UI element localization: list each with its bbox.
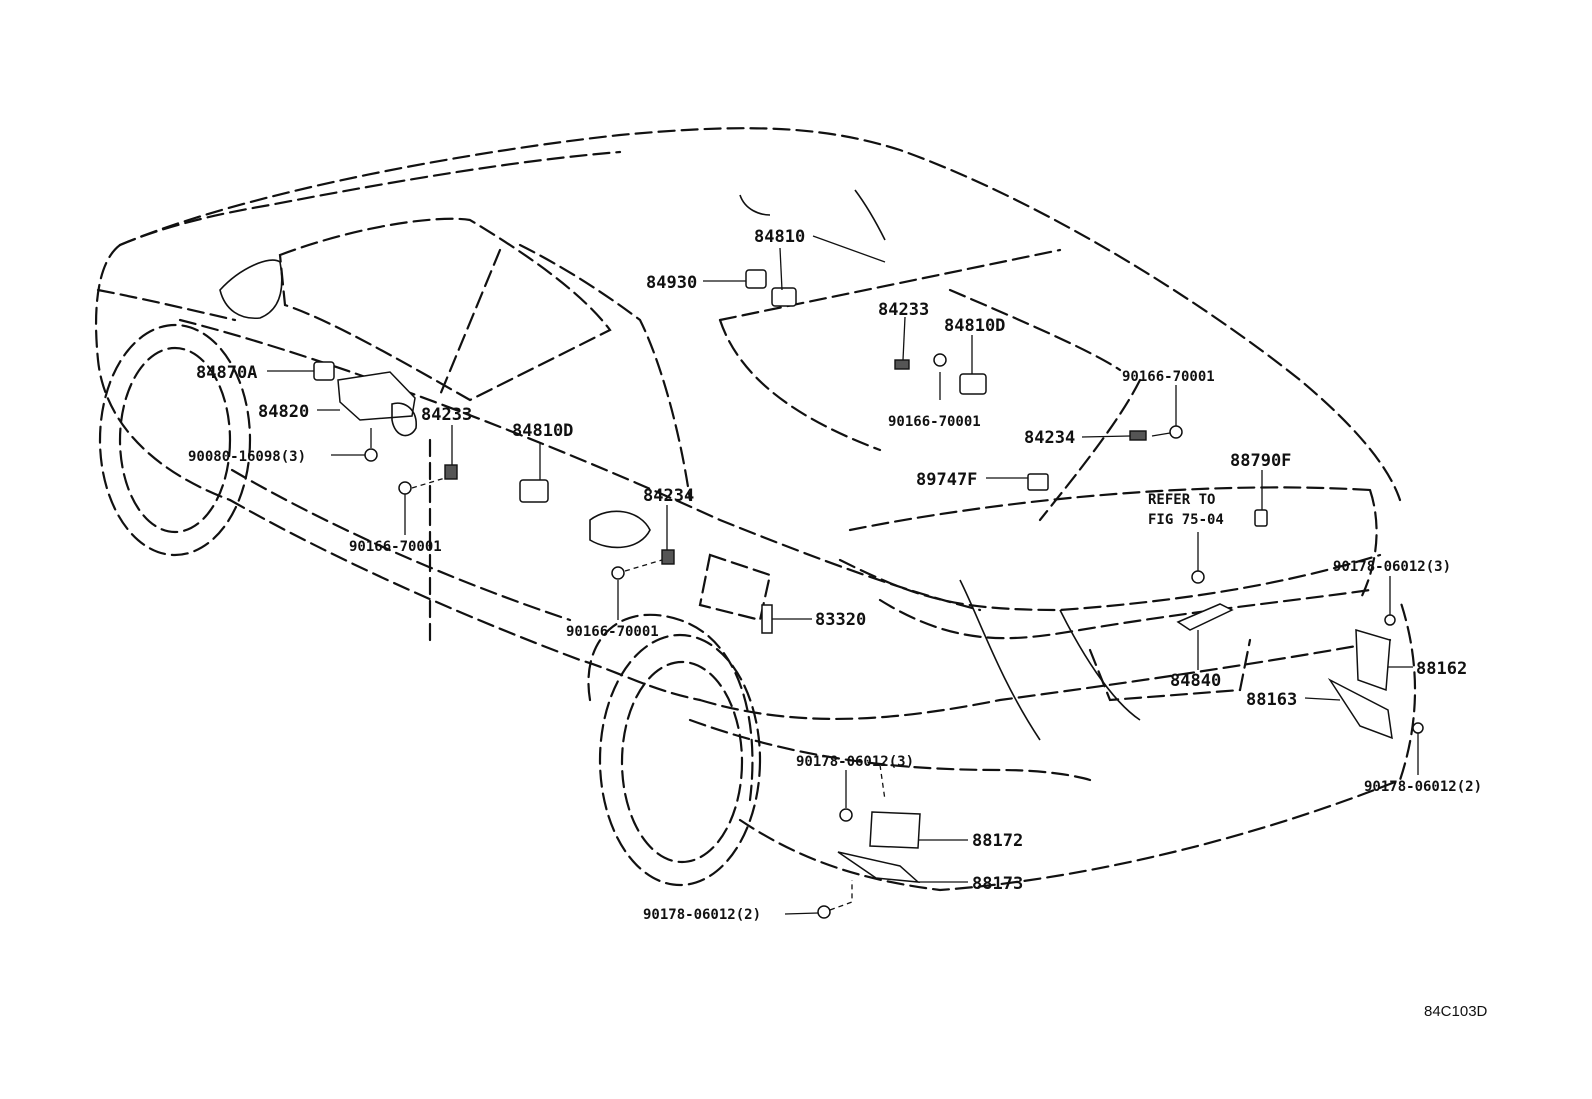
label-84234-left: 84234	[643, 486, 694, 506]
part-84233-top-shape	[894, 359, 910, 370]
label-90166-c: 90166-70001	[349, 539, 442, 555]
nut-right-bottom-shape	[1412, 722, 1424, 734]
label-90166-a: 90166-70001	[888, 414, 981, 430]
label-84810d-top: 84810D	[944, 316, 1005, 336]
label-88173: 88173	[972, 874, 1023, 894]
part-88173-shape	[837, 851, 921, 883]
car-body-outline	[94, 127, 1417, 892]
label-88790f: 88790F	[1230, 451, 1291, 471]
screw-90166-lower-shape	[611, 566, 625, 580]
part-84234-left-shape	[661, 549, 675, 565]
label-84810: 84810	[754, 227, 805, 247]
part-88790f-shape	[1254, 509, 1268, 527]
label-84870a: 84870A	[196, 363, 257, 383]
label-84233-top: 84233	[878, 300, 929, 320]
nut-right-top-shape	[1384, 614, 1396, 626]
grommet-shape	[1191, 570, 1205, 584]
label-90178-2-right: 90178-06012(2)	[1364, 779, 1482, 795]
part-84930-shape	[745, 269, 767, 289]
label-88172: 88172	[972, 831, 1023, 851]
label-refer-line2: FIG 75-04	[1148, 512, 1224, 528]
label-90166-d: 90166-70001	[566, 624, 659, 640]
label-83320: 83320	[815, 610, 866, 630]
part-84810d-top-shape	[959, 373, 987, 395]
label-88163: 88163	[1246, 690, 1297, 710]
label-90178-3-bottom: 90178-06012(3)	[796, 754, 914, 770]
label-84840: 84840	[1170, 671, 1221, 691]
parts-shapes	[313, 269, 1424, 919]
leader-lines	[267, 235, 1419, 915]
part-84810d-left-shape	[519, 479, 549, 503]
part-88162-shape	[1355, 628, 1391, 692]
label-refer-line1: REFER TO	[1148, 492, 1215, 508]
label-84234-right: 84234	[1024, 428, 1075, 448]
part-84870a-shape	[313, 361, 335, 381]
label-90178-3-right: 90178-06012(3)	[1333, 559, 1451, 575]
part-83320-shape	[761, 604, 773, 634]
label-84233-left: 84233	[421, 405, 472, 425]
label-89747f: 89747F	[916, 470, 977, 490]
part-84234-right-shape	[1129, 430, 1147, 441]
label-84820: 84820	[258, 402, 309, 422]
nut-bottom-top-shape	[839, 808, 853, 822]
screw-90166-left-shape	[398, 481, 412, 495]
screw-90080-shape	[364, 448, 378, 462]
part-88163-shape	[1327, 678, 1393, 740]
screw-90166-top-shape	[933, 353, 947, 367]
label-90166-b: 90166-70001	[1122, 369, 1215, 385]
part-89747f-shape	[1027, 473, 1049, 491]
figure-code: 84C103D	[1424, 1003, 1488, 1020]
nut-bottom-low-shape	[817, 905, 831, 919]
part-labels: 84810 84930 84233 84810D 90166-70001 901…	[188, 227, 1482, 923]
part-84810-shape	[771, 287, 797, 307]
label-90178-2-bottom: 90178-06012(2)	[643, 907, 761, 923]
label-90080: 90080-16098(3)	[188, 449, 306, 465]
label-88162: 88162	[1416, 659, 1467, 679]
screw-90166-right-shape	[1169, 425, 1183, 439]
part-84840-shape	[1176, 603, 1234, 631]
part-88172-shape	[869, 811, 921, 849]
part-84233-left-shape	[444, 464, 458, 480]
label-84810d-left: 84810D	[512, 421, 573, 441]
label-84930: 84930	[646, 273, 697, 293]
part-84820-shape	[337, 371, 416, 421]
